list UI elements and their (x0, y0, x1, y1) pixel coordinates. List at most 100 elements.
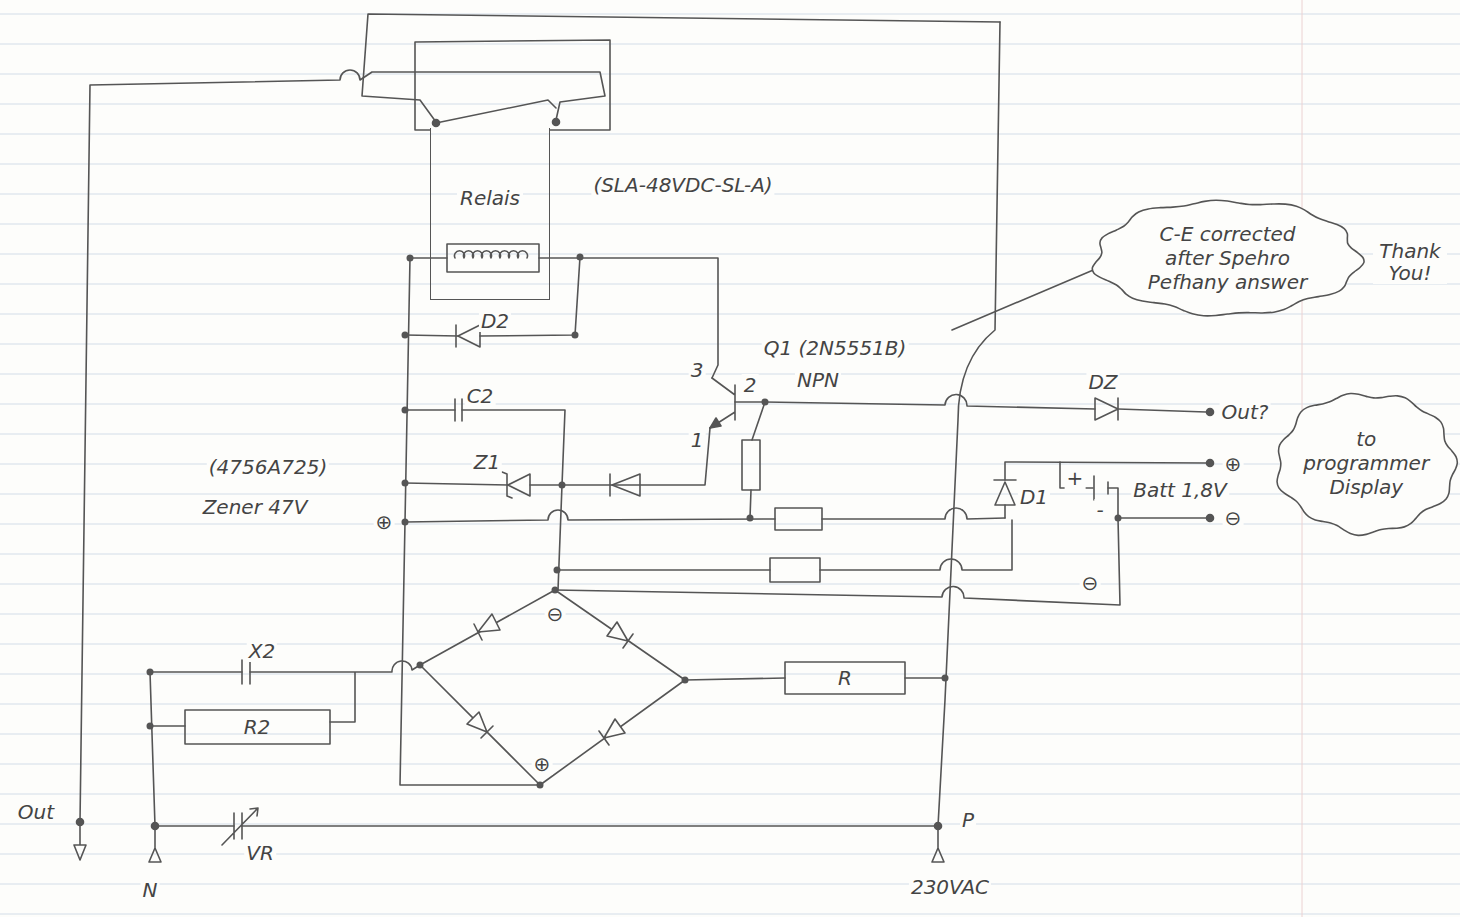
paper-rule (0, 134, 1460, 135)
terminal-dot (1207, 515, 1214, 522)
paper-rule (0, 14, 1460, 15)
wire (735, 395, 1206, 412)
callout-bubble: C-E corrected after Spehro Pefhany answe… (1090, 195, 1365, 320)
paper-rule (0, 674, 1460, 675)
wire (558, 485, 562, 590)
polarity-mark: - (1094, 499, 1105, 521)
wire (155, 825, 938, 827)
diode-symbol (599, 719, 625, 745)
wire (938, 22, 1000, 826)
diode-symbol (610, 474, 640, 496)
terminal-dot (1207, 460, 1214, 467)
resistor-symbol (742, 440, 760, 490)
supply-voltage: 230VAC (909, 876, 991, 898)
part-type: NPN (795, 369, 841, 391)
variable-capacitor-symbol (222, 808, 258, 845)
diode-symbol (1095, 398, 1118, 420)
paper-rule (0, 794, 1460, 795)
wire (405, 508, 1005, 522)
resistor-symbol (775, 508, 822, 530)
wire (80, 70, 605, 822)
paper-rule (0, 344, 1460, 345)
wire (362, 14, 1000, 122)
paper-rule (0, 824, 1460, 825)
resistor-symbol (785, 662, 905, 694)
part-name: R2 (242, 716, 273, 738)
part-name: VR (244, 842, 276, 864)
wire (405, 428, 710, 485)
relay-body: Relais (430, 128, 550, 300)
diode-symbol (607, 622, 633, 648)
part-name: Z1 (472, 451, 502, 473)
paper-rule (0, 734, 1460, 735)
diode-symbol (994, 480, 1016, 505)
wire (150, 661, 420, 826)
polarity-mark: ⊕ (374, 511, 395, 533)
part-number: (4756A725) (207, 456, 329, 478)
pin-number: 2 (742, 374, 759, 396)
terminal-dot (77, 819, 84, 826)
paper-rule (0, 854, 1460, 855)
paper-rule (0, 314, 1460, 315)
paper-rule (0, 44, 1460, 45)
bridge-wire (420, 590, 685, 785)
part-name: Q1 (2N5551B) (762, 337, 909, 359)
part-name: X2 (247, 640, 277, 662)
paper-rule (0, 494, 1460, 495)
wire (405, 410, 565, 485)
terminal-name: Out (16, 801, 56, 823)
coil-winding (455, 251, 528, 258)
capacitor-symbol (455, 399, 462, 421)
paper-rule (0, 374, 1460, 375)
contact-dot (433, 120, 440, 127)
paper-rule (0, 74, 1460, 75)
terminal-dot (1207, 409, 1214, 416)
leader-line (952, 268, 1098, 330)
polarity-mark: ⊕ (1223, 453, 1244, 475)
cloud-shape (1092, 200, 1364, 316)
zener-symbol (502, 472, 530, 498)
callout-text: C-E corrected after Spehro Pefhany answe… (1138, 222, 1318, 294)
part-name: C2 (465, 385, 496, 407)
polarity-mark: + (1065, 467, 1086, 489)
callout-text: to programmer Display (1301, 427, 1431, 499)
contact-dot (553, 119, 560, 126)
pin-number: 3 (689, 359, 706, 381)
transistor-symbol (710, 378, 735, 428)
paper-rule (0, 644, 1460, 645)
paper-rule (0, 764, 1460, 765)
paper-rule (0, 434, 1460, 435)
part-value: Batt 1,8V (1131, 479, 1229, 501)
resistor-symbol (770, 558, 820, 582)
diode-symbol (467, 712, 493, 738)
paper-rule (0, 884, 1460, 885)
junction-dots (147, 254, 1122, 789)
terminal-arrow (74, 822, 944, 862)
wire (555, 518, 1120, 605)
terminal-dot (152, 823, 159, 830)
part-number: (SLA-48VDC-SL-A) (591, 174, 774, 196)
relay-housing (415, 40, 610, 130)
paper-rule (0, 104, 1460, 105)
relay-contact (436, 100, 556, 123)
paper-rule (0, 554, 1460, 555)
terminal-dot (935, 823, 942, 830)
polarity-mark: ⊕ (532, 753, 553, 775)
relay-coil (447, 244, 539, 272)
part-value: Zener 47V (201, 496, 310, 518)
polarity-mark: ⊖ (545, 603, 566, 625)
wire (750, 402, 765, 518)
part-name: R (836, 667, 854, 689)
terminal-name: P (960, 809, 976, 831)
part-name: D2 (479, 310, 511, 332)
paper-rule (0, 164, 1460, 165)
wire (410, 258, 718, 378)
wire (405, 257, 580, 336)
capacitor-symbol (242, 660, 250, 684)
wire (685, 678, 945, 680)
cloud-shape (1277, 394, 1457, 536)
note: Thank You! (1373, 240, 1447, 284)
terminal-name: N (141, 879, 160, 901)
polarity-mark: ⊖ (1223, 507, 1244, 529)
